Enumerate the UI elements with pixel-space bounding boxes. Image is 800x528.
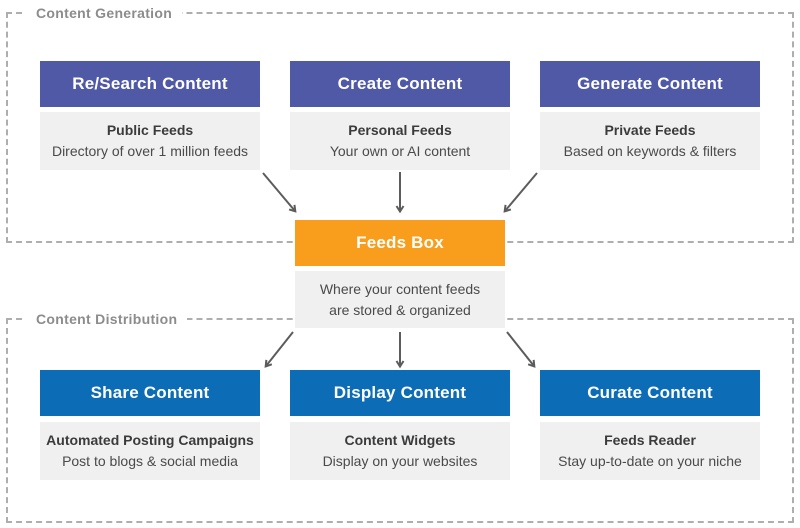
share-content-box: Share Content [40, 370, 260, 416]
display-content-title: Display Content [333, 383, 467, 402]
content-distribution-section: Content Distribution [6, 309, 794, 523]
research-content-title: Re/Search Content [72, 74, 228, 93]
generate-content-box: Generate Content [540, 61, 760, 107]
feeds-box-description-line2: are stored & organized [329, 301, 471, 318]
posting-campaigns-label: Automated Posting Campaigns [46, 432, 254, 448]
share-content-title: Share Content [90, 383, 210, 402]
feeds-box-title: Feeds Box [356, 233, 444, 252]
personal-feeds-label: Personal Feeds [348, 122, 452, 138]
generate-content-title: Generate Content [577, 74, 723, 93]
content-distribution-label: Content Distribution [26, 309, 188, 329]
feeds-reader-label: Feeds Reader [604, 432, 696, 448]
feeds-box: Feeds Box [295, 220, 505, 266]
feeds-box-description-line1: Where your content feeds [319, 280, 481, 297]
posting-campaigns-description: Post to blogs & social media [62, 453, 238, 469]
create-content-title: Create Content [337, 74, 463, 93]
feeds-box-desc: Where your content feeds are stored & or… [295, 271, 505, 328]
generate-content-desc: Private Feeds Based on keywords & filter… [540, 112, 760, 170]
display-content-desc: Content Widgets Display on your websites [290, 422, 510, 480]
public-feeds-label: Public Feeds [106, 122, 194, 138]
private-feeds-description: Based on keywords & filters [563, 143, 737, 159]
create-content-desc: Personal Feeds Your own or AI content [290, 112, 510, 170]
curate-content-title: Curate Content [587, 383, 713, 402]
content-widgets-description: Display on your websites [322, 453, 478, 469]
public-feeds-description: Directory of over 1 million feeds [51, 143, 249, 159]
personal-feeds-description: Your own or AI content [329, 143, 471, 159]
content-widgets-label: Content Widgets [344, 432, 456, 448]
create-content-box: Create Content [290, 61, 510, 107]
display-content-box: Display Content [290, 370, 510, 416]
research-content-desc: Public Feeds Directory of over 1 million… [40, 112, 260, 170]
research-content-box: Re/Search Content [40, 61, 260, 107]
feeds-reader-description: Stay up-to-date on your niche [558, 453, 742, 469]
curate-content-box: Curate Content [540, 370, 760, 416]
curate-content-desc: Feeds Reader Stay up-to-date on your nic… [540, 422, 760, 480]
private-feeds-label: Private Feeds [604, 122, 696, 138]
share-content-desc: Automated Posting Campaigns Post to blog… [40, 422, 260, 480]
content-generation-label: Content Generation [26, 3, 183, 23]
